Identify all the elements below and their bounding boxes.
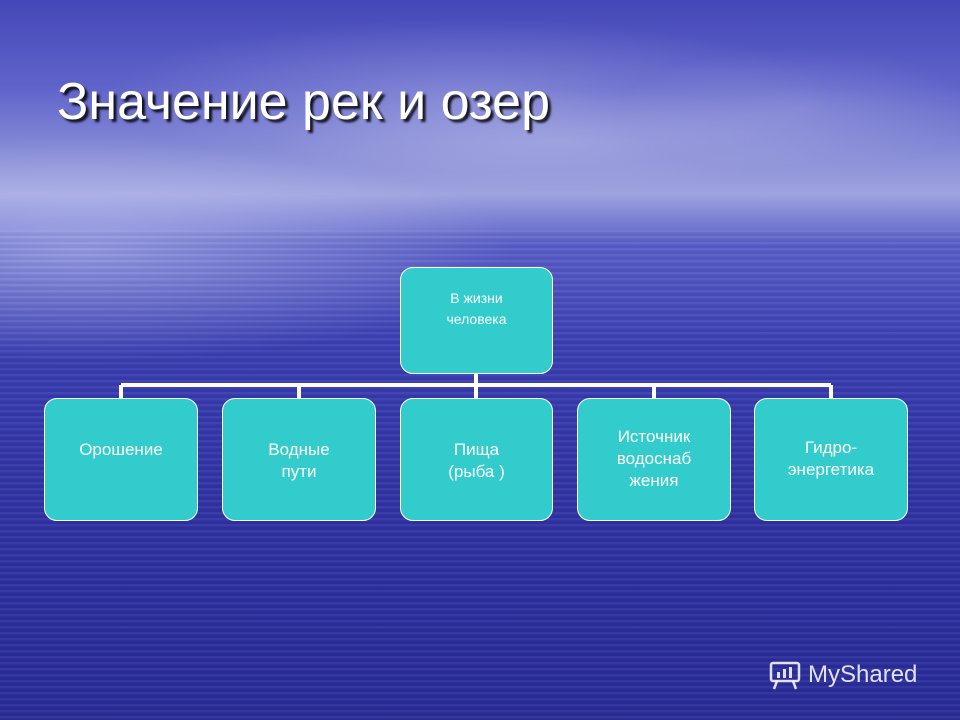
child-node-water-supply: Источник водоснаб жения bbox=[577, 398, 731, 521]
child-node-irrigation: Орошение bbox=[44, 398, 198, 521]
child-node-waterways: Водные пути bbox=[222, 398, 376, 521]
slide-title: Значение рек и озер bbox=[57, 73, 551, 131]
presentation-board-icon bbox=[769, 661, 801, 690]
root-node: В жизни человека bbox=[400, 267, 553, 374]
child-node-label: Пища (рыба ) bbox=[448, 440, 505, 481]
watermark-text: MyShared bbox=[808, 661, 918, 688]
child-node-label: Гидро- энергетика bbox=[787, 438, 875, 479]
watermark: MyShared bbox=[768, 655, 917, 695]
root-node-label: В жизни человека bbox=[446, 290, 507, 327]
child-node-label: Водные пути bbox=[268, 440, 330, 481]
child-node-label: Источник водоснаб жения bbox=[616, 427, 692, 490]
connector-lines bbox=[119, 374, 833, 398]
child-node-hydropower: Гидро- энергетика bbox=[754, 398, 908, 521]
child-node-food: Пища (рыба ) bbox=[400, 398, 553, 521]
child-node-label: Орошение bbox=[79, 440, 163, 459]
